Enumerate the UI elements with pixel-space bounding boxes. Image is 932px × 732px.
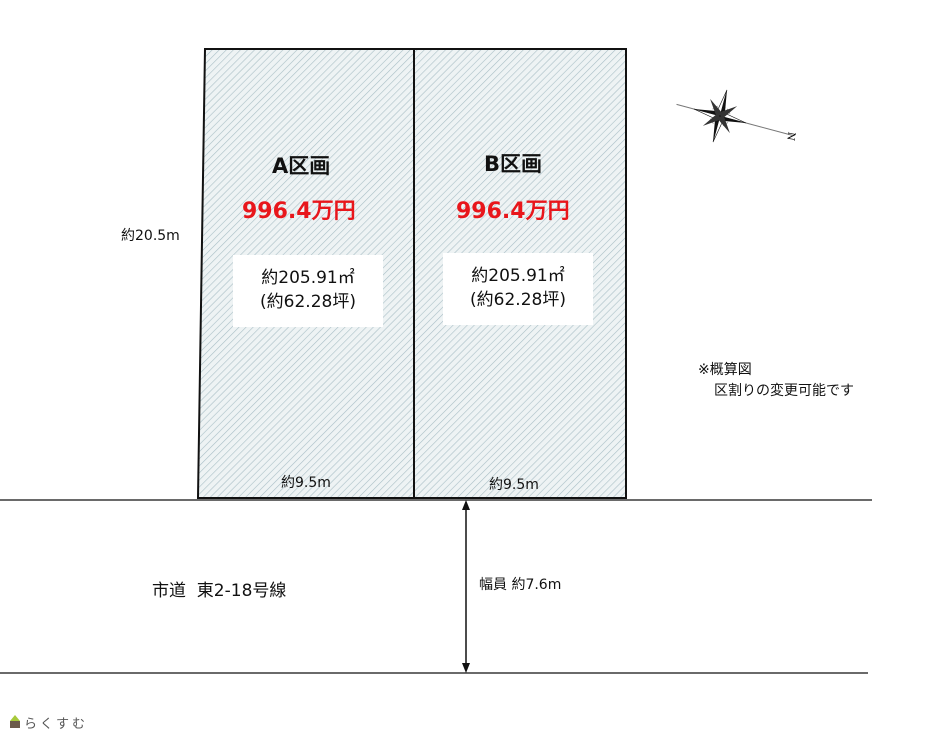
- lot-b-price: 996.4万円: [456, 199, 570, 224]
- lot-a-area-sqm: 約205.91㎡: [261, 268, 355, 288]
- lot-b-area-box: 約205.91㎡ (約62.28坪): [443, 253, 593, 325]
- compass-north-label: N: [784, 131, 796, 142]
- lot-b-title: B区画: [484, 152, 543, 176]
- note-line-2: 区割りの変更可能です: [714, 383, 854, 399]
- lot-a-area-tsubo: (約62.28坪): [260, 292, 356, 312]
- lot-a-area-box: 約205.91㎡ (約62.28坪): [233, 255, 383, 327]
- depth-label: 約20.5m: [121, 228, 180, 244]
- lot-b-frontage: 約9.5m: [489, 477, 539, 493]
- road-width-arrow: [462, 500, 470, 673]
- lot-b-area-tsubo: (約62.28坪): [470, 290, 566, 310]
- lot-a-frontage: 約9.5m: [281, 475, 331, 491]
- note-line-1: ※概算図: [698, 362, 752, 378]
- logo-text: らくすむ: [24, 717, 89, 732]
- lot-a-price: 996.4万円: [242, 199, 356, 224]
- road-width-label: 幅員 約7.6m: [479, 577, 562, 593]
- lot-a-title: A区画: [272, 154, 331, 178]
- logo-icon: [10, 715, 20, 728]
- road-name: 市道 東2-18号線: [152, 581, 287, 601]
- lot-b-area-sqm: 約205.91㎡: [471, 266, 565, 286]
- compass-rose-icon: [676, 89, 793, 143]
